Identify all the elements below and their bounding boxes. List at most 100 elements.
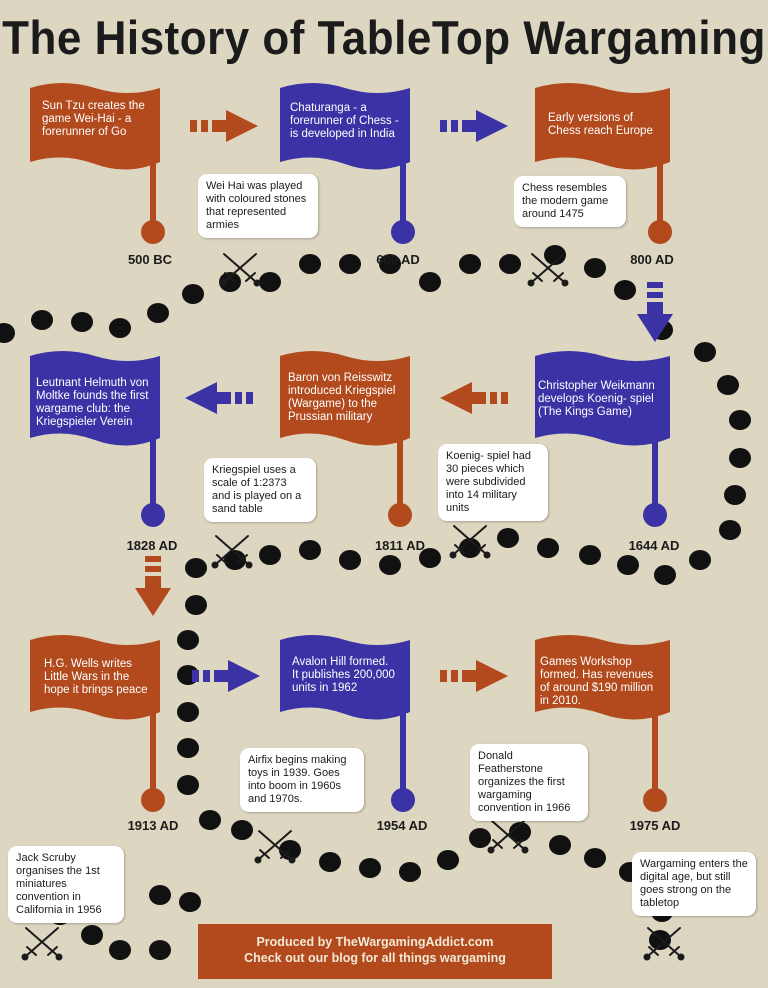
path-dot: [319, 852, 341, 872]
crossed-swords-group: [21, 253, 685, 961]
year-label-500bc: 500 BC: [127, 252, 173, 267]
flag-banner: [535, 83, 670, 170]
path-dot: [614, 280, 636, 300]
flag-pole: [400, 156, 406, 232]
flag-banner: [280, 351, 410, 446]
path-dot: [437, 850, 459, 870]
poster-title: The History of TableTop Wargaming: [2, 11, 766, 65]
flag-pole-ball: [141, 788, 165, 812]
flag-pole: [652, 432, 658, 515]
flag-0: [30, 83, 165, 244]
flag-text-1975ad: Games Workshop formed. Has revenues of a…: [540, 656, 654, 707]
path-dot: [31, 310, 53, 330]
path-dot: [149, 885, 171, 905]
flag-6: [30, 635, 165, 812]
path-dot: [259, 545, 281, 565]
flag-pole-ball: [388, 503, 412, 527]
flag-pole-ball: [141, 503, 165, 527]
path-dot: [177, 702, 199, 722]
crossed-swords-icon: [254, 830, 296, 864]
path-dot: [379, 254, 401, 274]
timeline-flags: [30, 83, 672, 812]
flag-banner: [280, 83, 410, 170]
note-wei-hai: Wei Hai was played with coloured stones …: [198, 174, 318, 238]
arrow-1: [440, 110, 508, 142]
year-label-1644ad: 1644 AD: [628, 538, 680, 553]
note-jack-scruby: Jack Scruby organises the 1st miniatures…: [8, 846, 124, 923]
path-dot: [694, 342, 716, 362]
flag-5: [535, 351, 670, 527]
arrow-7: [440, 660, 508, 692]
path-dot: [419, 272, 441, 292]
flag-banner: [280, 635, 410, 720]
path-dot: [224, 550, 246, 570]
path-dot: [617, 555, 639, 575]
flag-pole: [652, 706, 658, 800]
path-dot: [71, 312, 93, 332]
path-dot: [509, 822, 531, 842]
path-dot: [147, 303, 169, 323]
flag-pole: [657, 156, 663, 232]
path-dot: [299, 540, 321, 560]
path-dot: [339, 550, 361, 570]
flag-text-1954ad: Avalon Hill formed. It publishes 200,000…: [292, 656, 395, 694]
flag-pole-ball: [141, 220, 165, 244]
path-dot: [81, 925, 103, 945]
path-dot: [177, 630, 199, 650]
timeline-arrows: [135, 110, 673, 692]
note-koenig-spiel: Koenig- spiel had 30 pieces which were s…: [438, 444, 548, 521]
path-dot: [259, 272, 281, 292]
path-dot: [719, 520, 741, 540]
path-dot: [231, 820, 253, 840]
flag-banner: [30, 83, 160, 170]
arrow-6: [192, 660, 260, 692]
flag-pole-ball: [391, 788, 415, 812]
path-dot: [419, 548, 441, 568]
note-kriegspiel-scale: Kriegspiel uses a scale of 1:2373 and is…: [204, 458, 316, 522]
flag-text-1913ad: H.G. Wells writes Little Wars in the hop…: [44, 658, 148, 696]
flag-text-600ad: Chaturanga - a forerunner of Chess - is …: [290, 102, 399, 140]
flag-banner: [535, 351, 670, 446]
crossed-swords-icon: [643, 927, 685, 961]
year-label-1913ad: 1913 AD: [127, 818, 179, 833]
arrow-4: [440, 382, 508, 414]
flag-pole-ball: [643, 788, 667, 812]
arrow-head: [637, 314, 673, 342]
flag-text-1828ad: Leutnant Helmuth von Moltke founds the f…: [36, 377, 149, 428]
dotted-path: [0, 245, 751, 960]
flag-pole-ball: [648, 220, 672, 244]
footer-line-2: Check out our blog for all things wargam…: [244, 951, 506, 965]
path-dot: [339, 254, 361, 274]
arrow-3: [185, 382, 253, 414]
arrow-head: [476, 660, 508, 692]
path-dot: [544, 245, 566, 265]
path-dot: [549, 835, 571, 855]
path-dot: [299, 254, 321, 274]
flag-text-800ad: Early versions of Chess reach Europe: [548, 112, 653, 137]
year-label-1954ad: 1954 AD: [376, 818, 428, 833]
flag-7: [280, 635, 415, 812]
path-dot: [177, 775, 199, 795]
path-dot: [185, 558, 207, 578]
flag-banner: [30, 635, 160, 720]
arrow-5: [135, 556, 171, 616]
path-dot: [584, 258, 606, 278]
path-dot: [219, 272, 241, 292]
flag-2: [535, 83, 672, 244]
year-label-1811ad: 1811 AD: [374, 538, 426, 553]
path-dot: [359, 858, 381, 878]
flag-banner: [535, 635, 670, 720]
year-label-600ad: 600 AD: [376, 252, 420, 267]
footer-line-1: Produced by TheWargamingAddict.com: [256, 935, 494, 949]
flag-1: [280, 83, 415, 244]
flag-banner: [30, 351, 160, 446]
arrow-head: [228, 660, 260, 692]
flag-pole: [397, 432, 403, 515]
path-dot: [399, 862, 421, 882]
arrow-2: [637, 282, 673, 342]
crossed-swords-icon: [21, 927, 63, 961]
path-dot: [149, 940, 171, 960]
path-dot: [469, 828, 491, 848]
flag-pole: [400, 706, 406, 800]
path-dot: [199, 810, 221, 830]
